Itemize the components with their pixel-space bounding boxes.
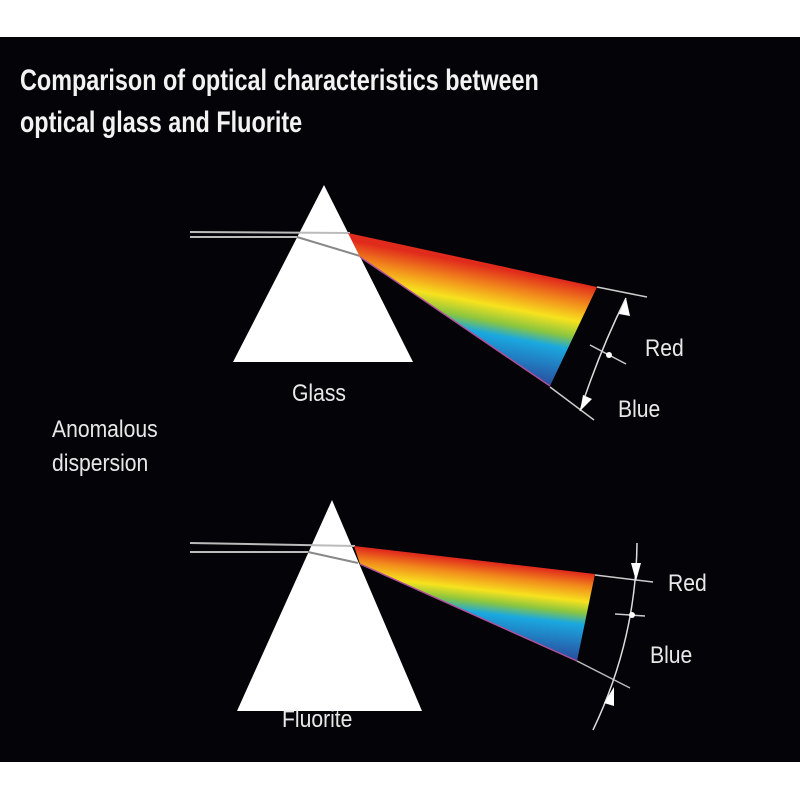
violet-extension	[576, 660, 631, 689]
title-line-1: Comparison of optical characteristics be…	[20, 64, 539, 97]
glass-prism-group	[189, 185, 648, 421]
fluorite-label: Fluorite	[282, 706, 353, 733]
dispersion-arc	[592, 542, 638, 731]
arrow-down-icon	[580, 395, 592, 411]
fluorite-prism-group	[189, 500, 654, 731]
diagram-panel	[0, 37, 800, 762]
arrow-up-icon	[619, 298, 630, 316]
dispersion-arc	[579, 297, 627, 412]
red-reference-line	[596, 286, 648, 298]
glass-prism	[233, 185, 413, 362]
arrow-up-icon	[604, 687, 614, 706]
fluorite-prism	[237, 500, 422, 711]
refracted-beam	[307, 551, 359, 564]
glass-spectrum	[348, 233, 597, 386]
violet-edge	[359, 563, 578, 662]
glass-label: Glass	[292, 380, 346, 407]
arrow-down-icon	[631, 563, 641, 581]
side-label-line-1: Anomalous	[52, 416, 158, 443]
fluorite-blue-label: Blue	[650, 642, 693, 669]
fluorite-spectrum	[354, 546, 595, 661]
incident-beam	[189, 231, 351, 234]
fluorite-red-label: Red	[668, 570, 707, 597]
side-label-line-2: dispersion	[52, 450, 149, 477]
incident-beam	[189, 542, 356, 547]
glass-red-label: Red	[645, 335, 684, 362]
violet-edge	[359, 256, 551, 387]
glass-blue-label: Blue	[618, 396, 661, 423]
midpoint-dot	[606, 352, 612, 358]
title-line-2: optical glass and Fluorite	[20, 106, 303, 139]
refracted-beam	[296, 236, 361, 257]
blue-reference-line	[549, 386, 595, 421]
midpoint-dot	[629, 612, 635, 618]
red-reference-line	[594, 574, 654, 583]
